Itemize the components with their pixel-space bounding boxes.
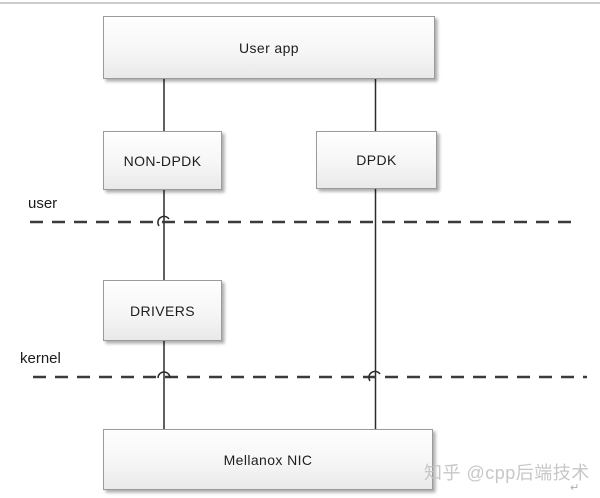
node-mellanox-nic-label: Mellanox NIC (223, 451, 313, 468)
crossing-hop-arc (157, 215, 170, 227)
kernel-space-label: kernel (20, 350, 61, 367)
node-mellanox-nic: Mellanox NIC (103, 429, 433, 490)
node-drivers: DRIVERS (103, 280, 222, 341)
node-dpdk-label: DPDK (356, 152, 397, 168)
node-user-app-label: User app (238, 39, 299, 56)
node-dpdk: DPDK (316, 131, 437, 189)
return-glyph: ↵ (570, 482, 580, 494)
user-space-label: user (28, 195, 58, 212)
node-user-app: User app (103, 16, 435, 79)
zhihu-watermark: 知乎 @cpp后端技术 (424, 463, 590, 483)
node-non-dpdk: NON-DPDK (103, 131, 222, 190)
node-drivers-label: DRIVERS (129, 302, 196, 319)
top-border-rule (0, 2, 600, 4)
node-non-dpdk-label: NON-DPDK (123, 152, 202, 169)
crossing-hop-arc (368, 370, 381, 382)
crossing-hop-arc (157, 371, 171, 379)
